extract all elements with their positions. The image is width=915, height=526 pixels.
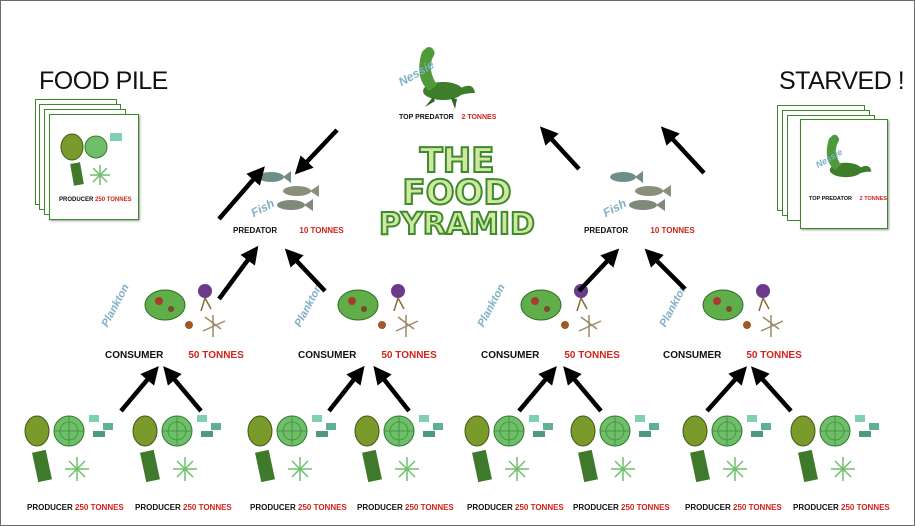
arrow-icon [291,255,325,291]
arrow-icon [219,253,253,299]
arrow-icon [519,373,551,411]
pile-card-label: PRODUCER 250 TONNES [59,197,132,203]
starved-card-label: TOP PREDATOR 2 TONNES [809,196,887,202]
arrow-icon [121,373,153,411]
starved-card-front: Nessie TOP PREDATOR 2 TONNES [800,119,888,229]
arrow-icon [329,373,359,411]
arrow-icon [301,130,337,168]
arrow-icon [546,133,579,169]
arrow-icon [579,255,613,291]
arrow-icon [757,373,791,411]
pile-card-front: PRODUCER 250 TONNES [49,114,139,220]
arrow-icon [219,173,259,219]
arrow-icon [169,373,201,411]
algae-icon [58,129,128,189]
arrow-icon [707,373,741,411]
arrow-icon [667,133,704,173]
starved-card-role: TOP PREDATOR [809,196,852,202]
starved-card-amount: 2 TONNES [860,196,887,202]
arrow-icon [379,373,409,411]
pile-card-amount: 250 TONNES [95,197,132,203]
pile-card-role: PRODUCER [59,197,93,203]
arrow-icon [569,373,601,411]
arrow-icon [651,255,685,289]
